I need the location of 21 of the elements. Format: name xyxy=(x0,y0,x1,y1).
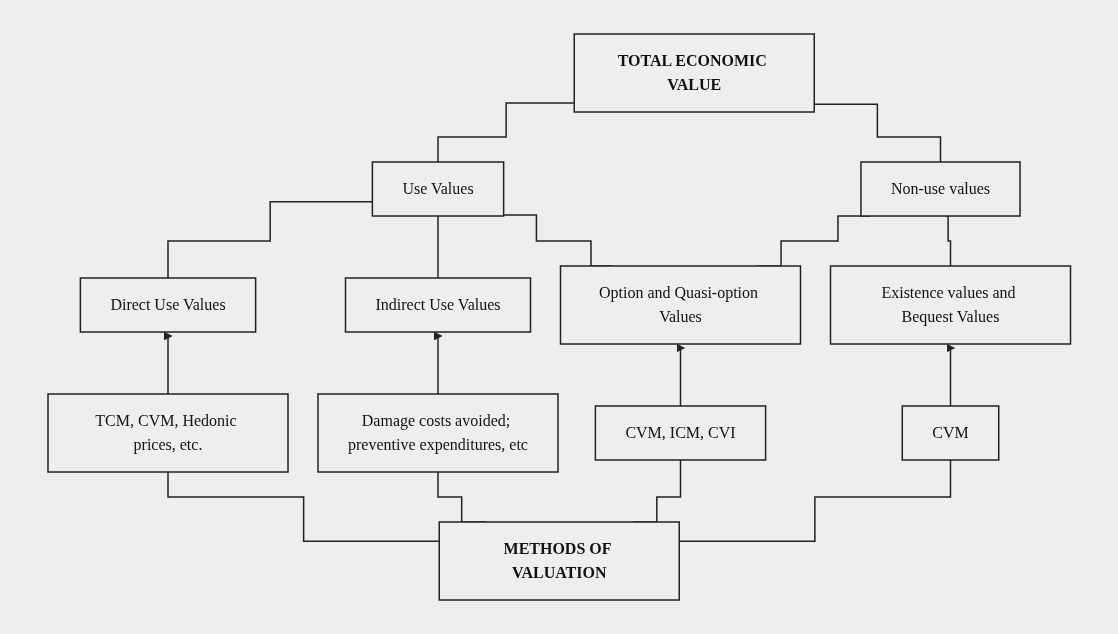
node-box: Existence values and Bequest Values xyxy=(829,265,1071,345)
arrow xyxy=(163,331,173,395)
connector xyxy=(437,102,575,163)
connector xyxy=(944,215,951,267)
arrow xyxy=(675,343,685,407)
node-box: Indirect Use Values xyxy=(344,277,531,333)
node-box: Option and Quasi-option Values xyxy=(559,265,801,345)
connector xyxy=(167,471,440,543)
connector xyxy=(167,200,373,279)
node-box: TOTAL ECONOMIC VALUE xyxy=(573,33,815,113)
node-box: TCM, CVM, Hedonic prices, etc. xyxy=(47,393,289,473)
node-box: METHODS OF VALUATION xyxy=(438,521,680,601)
connector xyxy=(437,215,439,279)
node-box: Non-use values xyxy=(859,161,1021,217)
node-box: Use Values xyxy=(371,161,505,217)
arrow xyxy=(945,343,955,407)
node-box: CVM, ICM, CVI xyxy=(594,405,767,461)
node-box: Damage costs avoided; preventive expenditures, etc xyxy=(317,393,559,473)
node-box: CVM xyxy=(901,405,1000,461)
node-box: Direct Use Values xyxy=(79,277,257,333)
arrow xyxy=(433,331,443,395)
